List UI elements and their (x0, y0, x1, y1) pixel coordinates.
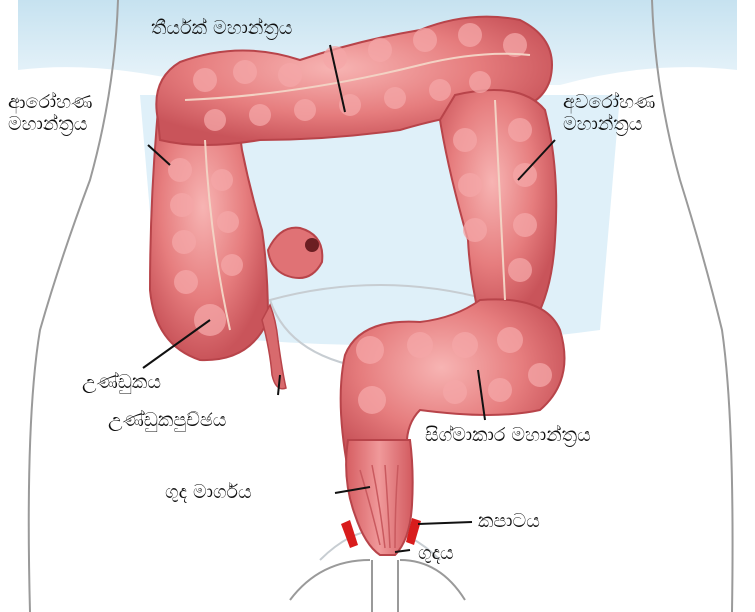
label-ascending-colon-line1: ආරෝහණ (8, 92, 92, 114)
label-sigmoid-colon: සිග්මාකාර මහාන්ත්‍රය (425, 425, 591, 447)
label-ascending-colon-line2: මහාන්ත්‍රය (8, 114, 92, 136)
label-transverse-colon: තීර්යක් මහාන්ත්‍රය (151, 18, 292, 40)
label-cecum: උණ්ඩුකය (82, 372, 161, 394)
label-ascending-colon: ආරෝහණ මහාන්ත්‍රය (8, 92, 92, 136)
label-descending-colon: අවරෝහණ මහාන්ත්‍රය (563, 92, 655, 136)
label-rectum: ගුද මාර්ගය (165, 482, 252, 504)
label-sphincter: කපාටය (478, 511, 540, 533)
label-descending-colon-line2: මහාන්ත්‍රය (563, 114, 655, 136)
label-appendix: උණ්ඩුකපුච්ඡය (108, 410, 226, 432)
label-anus: ගුදය (418, 543, 454, 565)
label-descending-colon-line1: අවරෝහණ (563, 92, 655, 114)
